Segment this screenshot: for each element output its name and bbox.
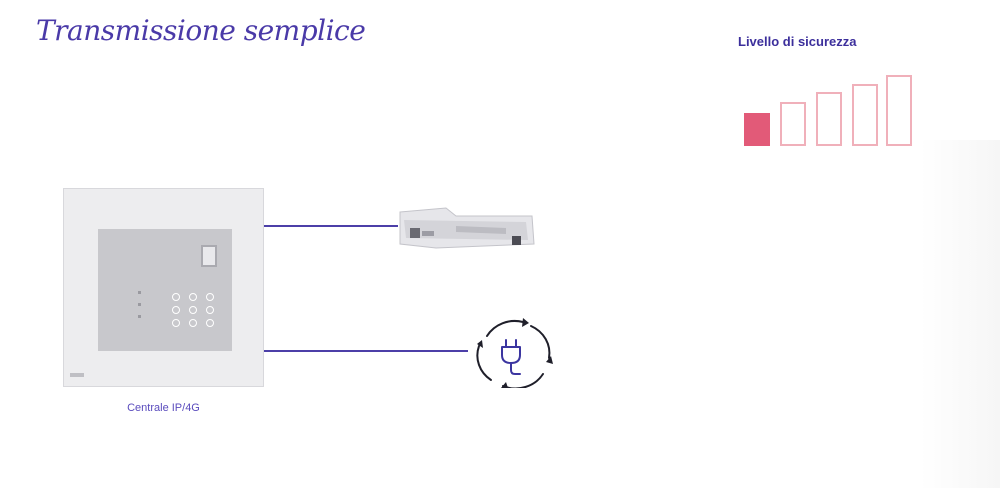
background-fade — [920, 140, 1000, 488]
control-panel-label: Centrale IP/4G — [127, 402, 200, 414]
security-level-bar-5 — [886, 75, 912, 146]
transmitter-module — [399, 207, 535, 249]
security-level-bar-4 — [852, 84, 878, 146]
page-title: Transmissione semplice — [36, 14, 366, 47]
power-plug-icon — [476, 318, 553, 388]
control-panel-display — [201, 245, 217, 267]
control-panel-face — [98, 229, 232, 351]
security-level-label: Livello di sicurezza — [738, 34, 857, 49]
security-level-bar-1 — [744, 113, 770, 146]
security-level-meter — [744, 74, 914, 146]
control-panel-leds — [138, 291, 142, 331]
connection-line-power — [264, 350, 468, 352]
security-level-bar-3 — [816, 92, 842, 146]
control-panel-keypad — [172, 293, 222, 335]
connection-line-transmitter — [264, 225, 398, 227]
security-level-bar-2 — [780, 102, 806, 146]
control-panel-brand-mark — [70, 373, 84, 377]
control-panel-device — [63, 188, 264, 387]
